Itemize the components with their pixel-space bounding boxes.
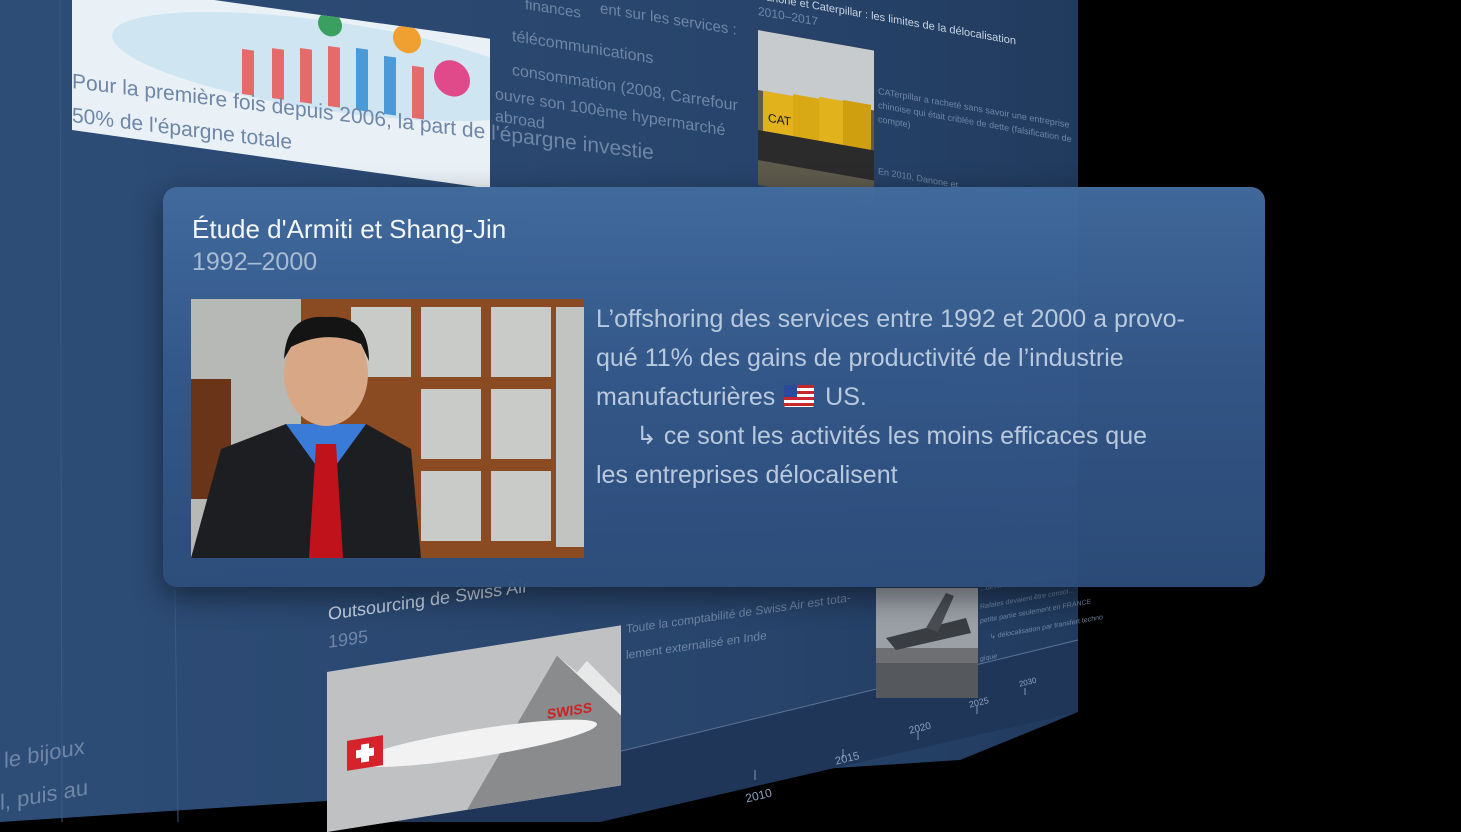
portrait-graphic [191,299,584,558]
card-dates: 1992–2000 [192,248,318,276]
caterpillar-photo: CAT [758,30,874,206]
swiss-photo: SWISS [327,625,621,832]
chart-thumbnail-graphic [112,11,490,122]
card-description: L’offshoring des services entre 1992 et … [596,300,1256,495]
card-title: Étude d'Armiti et Shang-Jin [192,214,507,244]
swiss-plane-graphic: SWISS [327,625,621,832]
card-text-line3-pre: manufacturières [596,383,776,411]
card-text-line5: les entreprises délocalisent [596,461,898,489]
caterpillar-graphic: CAT [758,30,874,181]
chart-thumbnail [72,0,490,189]
us-flag-icon [784,385,815,407]
portrait-photo [191,299,584,558]
card-text-line4: ↳ ce sont les activités les moins effica… [636,422,1147,450]
card-text-line3: manufacturières US. [596,378,1256,417]
svg-text:SWISS: SWISS [547,699,592,722]
card-text-line2: qué 11% des gains de productivité de l’i… [596,344,1124,372]
card-text-line3-post: US. [825,383,867,411]
jet-graphic [876,588,978,698]
svg-text:CAT: CAT [768,111,792,129]
event-detail-card[interactable]: Étude d'Armiti et Shang-Jin 1992–2000 L’… [163,187,1265,587]
jet-photo [876,588,978,698]
card-text-line1: L’offshoring des services entre 1992 et … [596,305,1185,333]
